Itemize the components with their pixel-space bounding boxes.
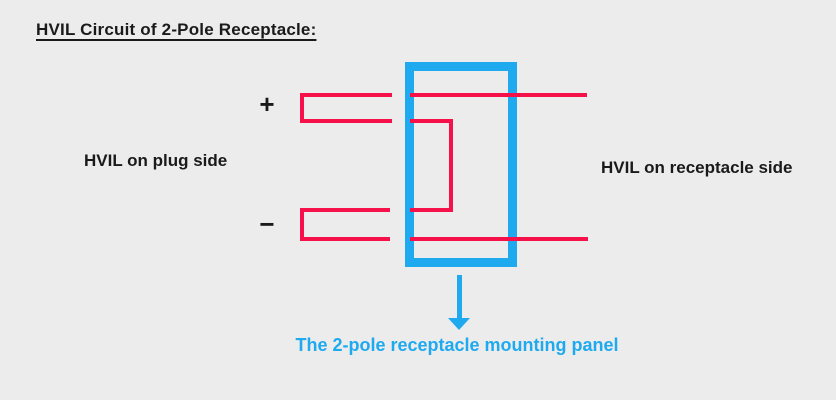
- plus-polarity-sign: +: [259, 89, 275, 119]
- down-arrow-shaft: [457, 275, 462, 320]
- receptacle-plus-contact-line: [410, 93, 587, 97]
- receptacle-minus-contact-line: [410, 237, 588, 241]
- hvil-jumper-right-segment: [449, 119, 453, 212]
- plug-plus-pin-bottom-segment: [300, 119, 392, 123]
- receptacle-side-label: HVIL on receptacle side: [601, 158, 793, 177]
- plug-plus-pin-left-segment: [300, 93, 304, 123]
- minus-polarity-sign: −: [259, 209, 275, 239]
- page-title: HVIL Circuit of 2-Pole Receptacle:: [36, 20, 317, 39]
- down-arrow-head-icon: [448, 318, 470, 330]
- plug-plus-pin-top-segment: [300, 93, 392, 97]
- plug-minus-pin-top-segment: [300, 208, 390, 212]
- hvil-jumper-top-segment: [410, 119, 453, 123]
- plug-minus-pin-bottom-segment: [300, 237, 390, 241]
- hvil-jumper-bottom-segment: [410, 208, 453, 212]
- plug-minus-pin-left-segment: [300, 208, 304, 241]
- panel-caption: The 2-pole receptacle mounting panel: [295, 335, 619, 355]
- plug-side-label: HVIL on plug side: [84, 151, 228, 170]
- mounting-panel-outline: [405, 62, 517, 267]
